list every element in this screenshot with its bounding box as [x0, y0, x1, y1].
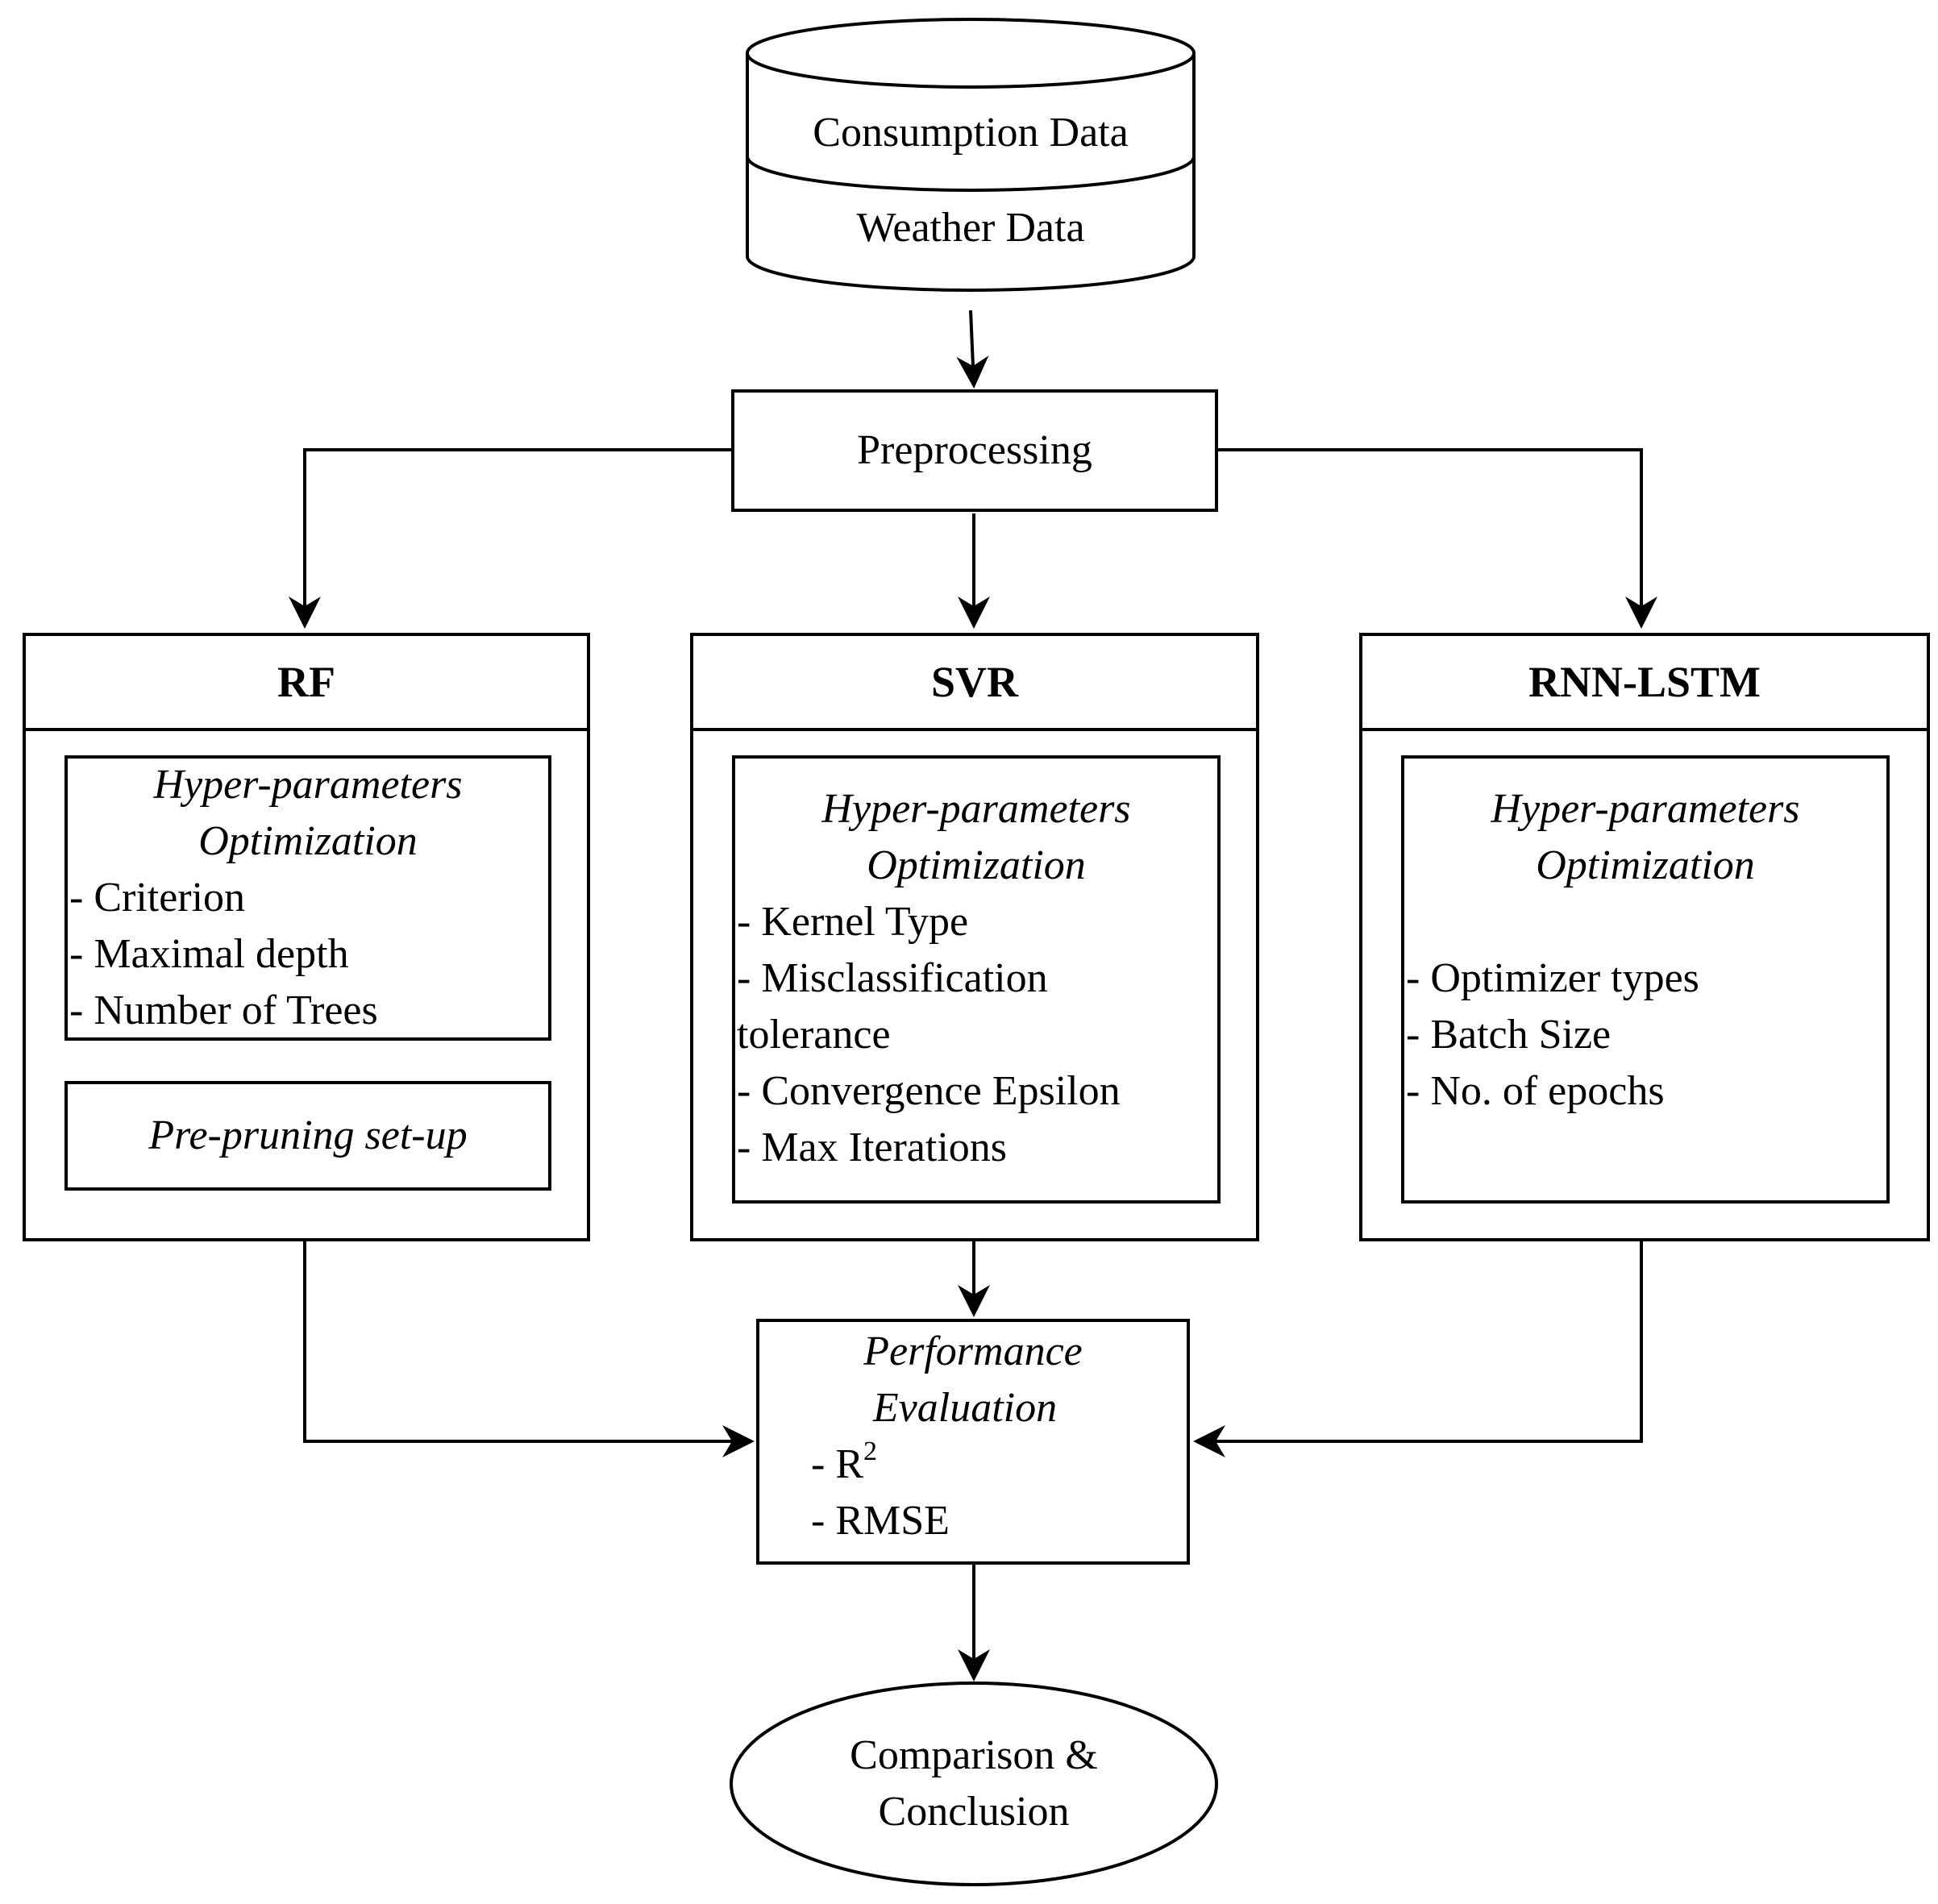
- rnn-lstm-title: RNN-LSTM: [1528, 658, 1761, 706]
- svr-param-misclassification: - Misclassification: [737, 955, 1048, 1001]
- rnn-lstm-hp-title-2: Optimization: [1536, 842, 1755, 888]
- conclusion-label-1: Comparison &: [850, 1732, 1098, 1778]
- arrow-preprocessing-to-rf: [289, 448, 731, 629]
- evaluation-metric-r-label: - R: [811, 1441, 863, 1487]
- rf-hp-title-2: Optimization: [198, 818, 418, 864]
- preprocessing-box: Preprocessing: [731, 389, 1218, 512]
- svr-title: SVR: [930, 658, 1019, 706]
- evaluation-metric-r-superscript: 2: [863, 1436, 877, 1466]
- arrow-preprocessing-to-rnn: [1216, 448, 1657, 629]
- svr-hp-title-2: Optimization: [867, 842, 1086, 888]
- svr-param-tolerance: tolerance: [737, 1012, 891, 1058]
- performance-evaluation-box: Performance Evaluation - R2 - RMSE: [756, 1319, 1190, 1565]
- database-cylinder: [746, 18, 1196, 292]
- arrow-rf-to-evaluation: [303, 1240, 755, 1457]
- evaluation-title-1: Performance: [863, 1328, 1083, 1374]
- rnn-lstm-param-optimizer-types: - Optimizer types: [1406, 955, 1699, 1001]
- conclusion-label-2: Conclusion: [878, 1789, 1070, 1835]
- preprocessing-label: Preprocessing: [857, 427, 1092, 473]
- rf-param-maximal-depth: - Maximal depth: [69, 931, 349, 977]
- rf-pruning-box: Pre-pruning set-up: [64, 1081, 551, 1191]
- conclusion-ellipse: [730, 1682, 1218, 1886]
- svr-hp-title-1: Hyper-parameters: [821, 786, 1131, 832]
- rf-title: RF: [277, 658, 335, 706]
- svr-param-kernel-type: - Kernel Type: [737, 899, 969, 945]
- rf-container: RF Hyper-parameters Optimization - Crite…: [23, 633, 590, 1241]
- evaluation-metric-rmse: - RMSE: [811, 1498, 950, 1544]
- evaluation-metric-r2: - R2: [811, 1436, 877, 1493]
- svr-container: SVR Hyper-parameters Optimization - Kern…: [690, 633, 1259, 1241]
- database-label-weather: Weather Data: [856, 205, 1085, 251]
- rf-pruning-label: Pre-pruning set-up: [148, 1112, 468, 1158]
- rnn-lstm-title-divider: [1362, 728, 1927, 731]
- rnn-lstm-hyperparameters-box: Hyper-parameters Optimization - Optimize…: [1401, 755, 1890, 1204]
- rnn-lstm-container: RNN-LSTM Hyper-parameters Optimization -…: [1359, 633, 1930, 1241]
- svr-param-max-iterations: - Max Iterations: [737, 1125, 1008, 1170]
- arrow-db-to-preprocessing: [956, 310, 989, 389]
- svr-param-convergence-epsilon: - Convergence Epsilon: [737, 1068, 1121, 1114]
- rf-hp-title-1: Hyper-parameters: [153, 762, 463, 808]
- svr-hyperparameters-box: Hyper-parameters Optimization - Kernel T…: [732, 755, 1221, 1204]
- arrow-rnn-to-evaluation: [1193, 1240, 1643, 1457]
- rf-hyperparameters-box: Hyper-parameters Optimization - Criterio…: [64, 755, 551, 1041]
- rnn-lstm-hp-title-1: Hyper-parameters: [1491, 786, 1800, 832]
- rnn-lstm-param-epochs: - No. of epochs: [1406, 1068, 1665, 1114]
- rf-param-criterion: - Criterion: [69, 875, 246, 921]
- evaluation-title-2: Evaluation: [872, 1385, 1058, 1431]
- svr-title-divider: [693, 728, 1256, 731]
- rf-title-divider: [26, 728, 587, 731]
- rnn-lstm-param-batch-size: - Batch Size: [1406, 1012, 1612, 1058]
- database-label-consumption: Consumption Data: [813, 110, 1129, 156]
- rf-param-number-of-trees: - Number of Trees: [69, 987, 378, 1033]
